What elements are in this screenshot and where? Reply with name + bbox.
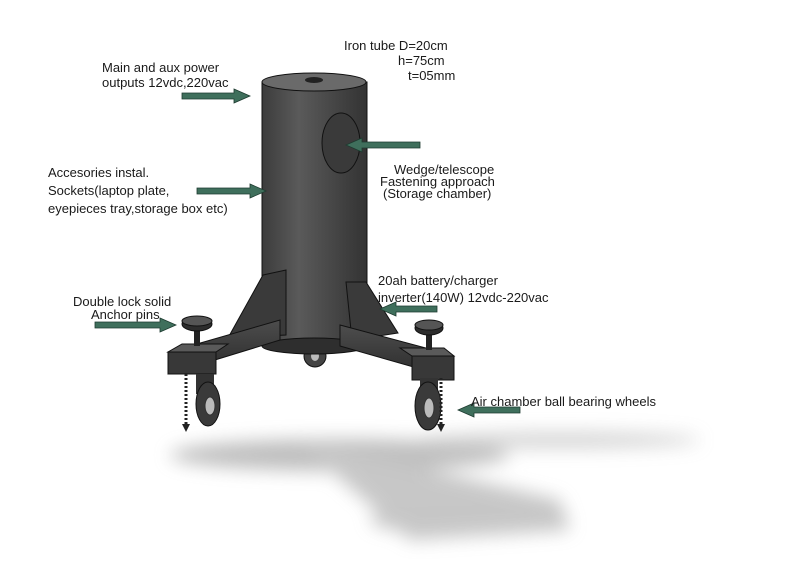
arrow-wheels xyxy=(457,402,521,418)
left-gusset xyxy=(227,269,287,339)
label-anchor-pins: Double lock solid Anchor pins xyxy=(73,294,172,322)
arrow-power xyxy=(181,88,251,104)
label-power-outputs: Main and aux power outputs 12vdc,220vac xyxy=(102,60,229,90)
arrow-battery xyxy=(379,301,438,317)
ground-shadow xyxy=(170,432,700,540)
arrow-accessories xyxy=(196,183,267,199)
left-leg xyxy=(166,319,281,375)
right-gusset xyxy=(345,281,399,341)
label-iron-tube: Iron tube D=20cm h=75cm t=05mm xyxy=(344,38,456,83)
label-wedge: Wedge/telescope Fastening approach (Stor… xyxy=(380,162,495,201)
right-leg xyxy=(339,324,456,381)
left-anchor-knob xyxy=(181,315,213,346)
label-wheels: Air chamber ball bearing wheels xyxy=(471,394,656,409)
label-accessories: Accesories instal. Sockets(laptop plate,… xyxy=(48,165,228,216)
label-battery: 20ah battery/charger inverter(140W) 12vd… xyxy=(378,273,549,305)
arrow-anchor xyxy=(94,317,177,333)
right-anchor-knob xyxy=(414,319,444,350)
arrows xyxy=(94,88,521,418)
right-wheel xyxy=(414,378,445,432)
arrow-wedge xyxy=(345,137,421,153)
left-wheel xyxy=(182,374,221,432)
